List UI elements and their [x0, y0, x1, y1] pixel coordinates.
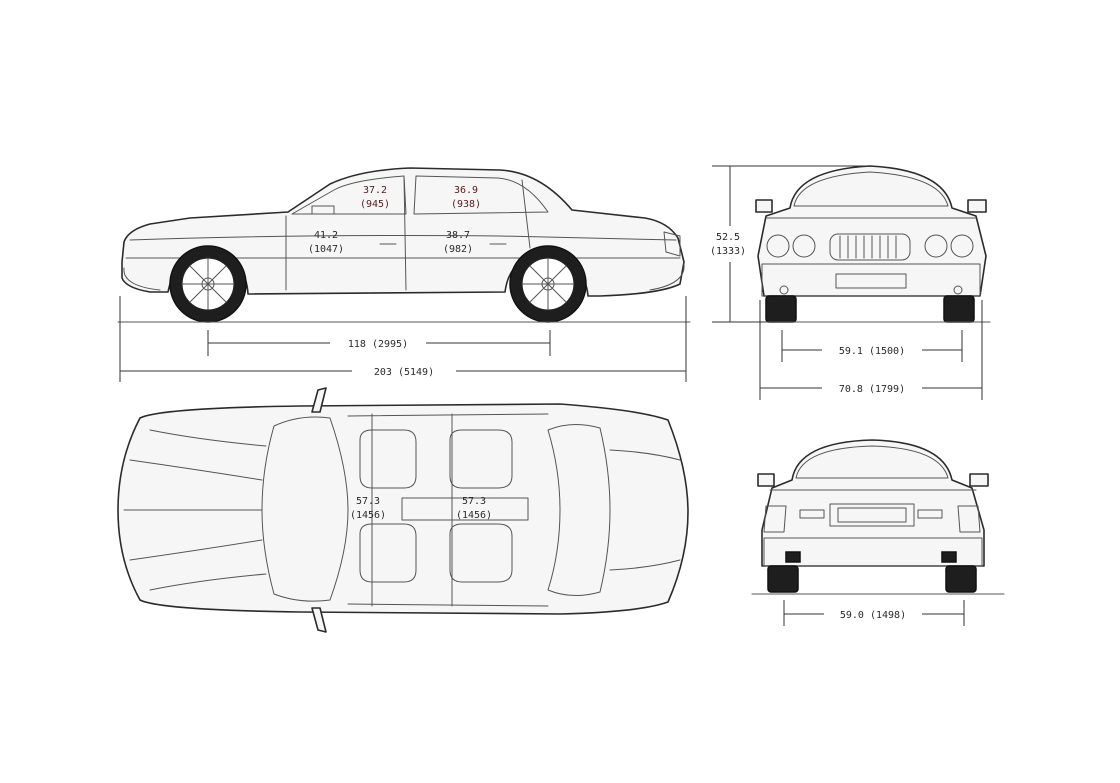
- overall-length-dimension: 203 (5149): [119, 296, 687, 382]
- overall-width-label: 70.8 (1799): [839, 384, 905, 395]
- wheelbase-label: 118 (2995): [348, 339, 408, 350]
- wheelbase-dimension: 118 (2995): [207, 330, 551, 356]
- rear-legroom-metric: (982): [443, 244, 473, 255]
- front-track-label: 59.1 (1500): [839, 346, 905, 357]
- car-front-view-icon: [749, 165, 991, 323]
- car-rear-view-icon: [751, 439, 1005, 595]
- rear-shoulder-metric: (1456): [456, 510, 492, 521]
- front-legroom-value: 41.2: [314, 230, 338, 241]
- overall-length-label: 203 (5149): [374, 367, 434, 378]
- height-metric: (1333): [710, 246, 746, 257]
- car-top-view-icon: [117, 387, 689, 633]
- front-shoulder-metric: (1456): [350, 510, 386, 521]
- rear-shoulder-value: 57.3: [462, 496, 486, 507]
- car-side-view-icon: [117, 167, 691, 323]
- front-headroom-value: 37.2: [363, 185, 387, 196]
- overall-width-dimension: 70.8 (1799): [759, 300, 983, 400]
- front-shoulder-value: 57.3: [356, 496, 380, 507]
- height-dimension: 52.5 (1333): [704, 165, 866, 323]
- height-value: 52.5: [716, 232, 740, 243]
- rear-headroom-metric: (938): [451, 199, 481, 210]
- front-legroom-metric: (1047): [308, 244, 344, 255]
- front-headroom-metric: (945): [360, 199, 390, 210]
- front-track-dimension: 59.1 (1500): [781, 330, 963, 362]
- rear-track-dimension: 59.0 (1498): [783, 600, 965, 626]
- rear-track-label: 59.0 (1498): [840, 610, 906, 621]
- rear-headroom-value: 36.9: [454, 185, 478, 196]
- rear-legroom-value: 38.7: [446, 230, 470, 241]
